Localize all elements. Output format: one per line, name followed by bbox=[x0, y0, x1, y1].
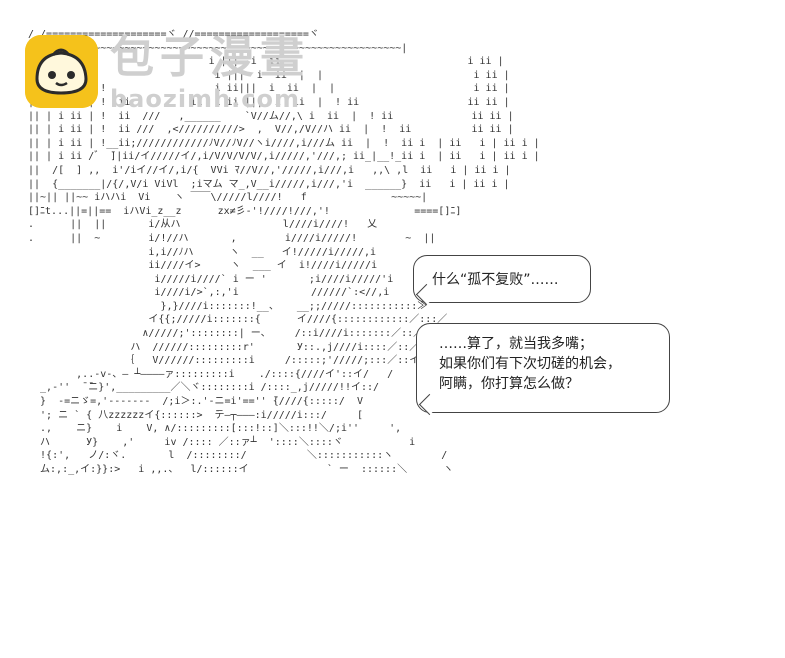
watermark-brand: 包子漫畫 baozimh.com bbox=[110, 32, 310, 114]
watermark-url: baozimh.com bbox=[110, 85, 300, 113]
ascii-art: / /====================ヾ //=============… bbox=[28, 29, 540, 475]
speech-bubble-1-text: 什么“孤不复败”…… bbox=[432, 272, 559, 288]
speech-bubble-2-line-2: 如果你们有下次切磋的机会， bbox=[439, 356, 621, 372]
speech-bubble-2-line-3: 阿瞒，你打算怎么做？ bbox=[439, 376, 579, 392]
baozi-logo-icon bbox=[25, 35, 98, 108]
watermark-name: 包子漫畫 bbox=[110, 32, 310, 83]
speech-bubble-2: ……算了，就当我多嘴； 如果你们有下次切磋的机会， 阿瞒，你打算怎么做？ bbox=[416, 323, 670, 413]
speech-bubble-1: 什么“孤不复败”…… bbox=[413, 255, 591, 303]
speech-bubble-2-line-1: ……算了，就当我多嘴； bbox=[439, 336, 593, 352]
